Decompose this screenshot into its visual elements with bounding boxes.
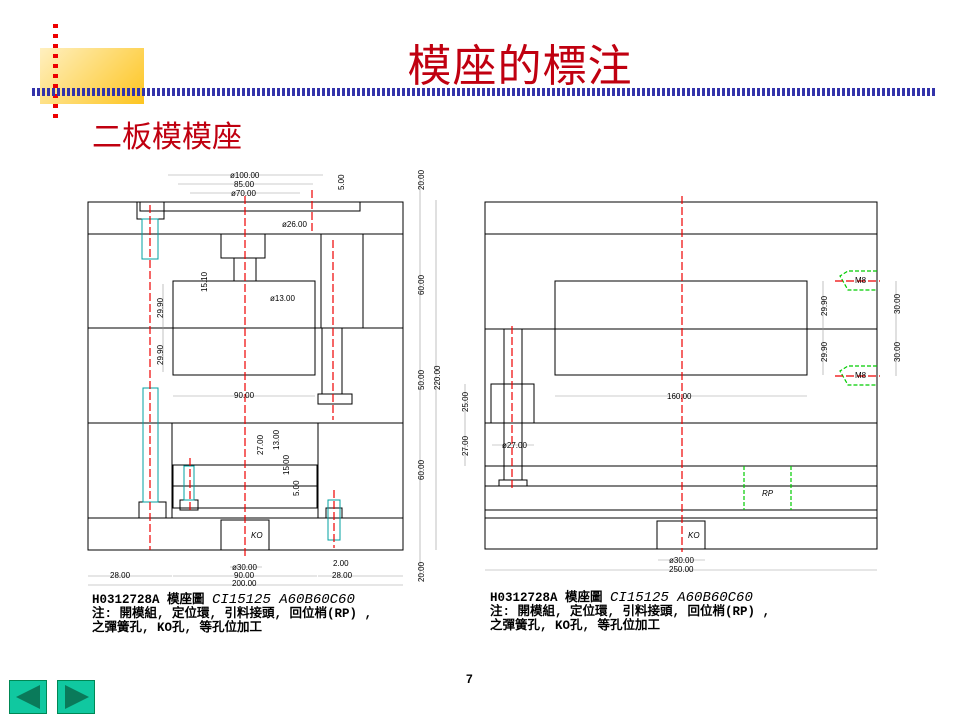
slide-title: 模座的標注	[407, 42, 633, 91]
triangle-right-icon	[65, 685, 89, 709]
dim-60-a: 60.00	[417, 274, 426, 295]
note-line-3: 之彈簧孔, KO孔, 等孔位加工	[92, 621, 263, 635]
dim-d30: ø30.00	[232, 563, 257, 572]
dim-20-top: 20.00	[417, 169, 426, 190]
dim-200: 200.00	[232, 579, 257, 588]
note-line-2: 注: 開模組, 定位環, 引料接頭, 回位梢(RP) ,	[490, 605, 771, 619]
ko-label: KO	[251, 531, 263, 540]
slide-subtitle: 二板模模座	[92, 121, 242, 154]
dim-20-bottom: 20.00	[417, 561, 426, 582]
dim-28-left: 28.00	[110, 571, 131, 580]
note-model: CI15125 A60B60C60	[212, 592, 355, 608]
dim-d100: ø100.00	[230, 171, 260, 180]
note-model: CI15125 A60B60C60	[610, 590, 753, 606]
previous-slide-button[interactable]	[9, 680, 47, 714]
dim-2: 2.00	[333, 559, 349, 568]
dim-90-mid: 90.00	[234, 391, 255, 400]
dim-85: 85.00	[234, 180, 255, 189]
next-slide-button[interactable]	[57, 680, 95, 714]
dim-50: 50.00	[417, 369, 426, 390]
right-drawing-note: H0312728A 模座圖 CI15125 A60B60C60 注: 開模組, …	[490, 591, 770, 633]
dim-15: 15.00	[282, 454, 291, 475]
dim-13: 13.00	[272, 429, 281, 450]
dim-27: 27.00	[256, 434, 265, 455]
note-code: H0312728A 模座圖	[490, 591, 603, 605]
dim-d26: ø26.00	[282, 220, 307, 229]
left-drawing-note: H0312728A 模座圖 CI15125 A60B60C60 注: 開模組, …	[92, 593, 372, 635]
dim-15-10: 15.10	[200, 271, 209, 292]
dim-29-90-b: 29.90	[156, 344, 165, 365]
dim-29-90-a: 29.90	[156, 297, 165, 318]
dim-60-b: 60.00	[417, 459, 426, 480]
page-number: 7	[466, 672, 473, 686]
dim-d70: ø70.00	[231, 189, 256, 198]
decorative-red-dotted-line	[53, 24, 58, 120]
dim-90-bottom: 90.00	[234, 571, 255, 580]
dim-5-b: 5.00	[292, 480, 301, 496]
title-rule	[32, 88, 936, 96]
dim-220: 220.00	[433, 365, 442, 390]
dim-5: 5.00	[337, 174, 346, 190]
note-line-3: 之彈簧孔, KO孔, 等孔位加工	[490, 619, 661, 633]
dim-28-right: 28.00	[332, 571, 353, 580]
triangle-left-icon	[16, 685, 40, 709]
note-code: H0312728A 模座圖	[92, 593, 205, 607]
dim-d13: ø13.00	[270, 294, 295, 303]
note-line-2: 注: 開模組, 定位環, 引料接頭, 回位梢(RP) ,	[92, 607, 373, 621]
